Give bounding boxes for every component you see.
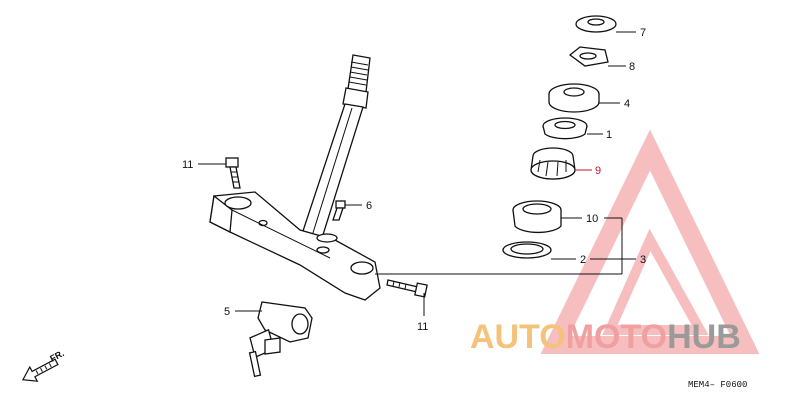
part-2-seal (502, 241, 552, 259)
callout-7: 7 (640, 27, 646, 39)
part-7-nut (575, 15, 617, 33)
callout-2: 2 (580, 254, 586, 266)
bolt-11-lower (386, 279, 428, 298)
callout-5: 5 (224, 306, 230, 318)
watermark-logo-icon (540, 129, 760, 354)
callout-11-upper: 11 (182, 159, 193, 171)
callout-6: 6 (366, 200, 372, 212)
watermark-wordmark: AUTOMOTOHUB (470, 318, 741, 356)
callout-1: 1 (606, 129, 612, 141)
watermark-moto: MOTO (566, 318, 667, 356)
callout-4: 4 (624, 98, 630, 110)
front-direction-arrow-icon (21, 358, 59, 382)
watermark-hub: HUB (667, 318, 741, 356)
lower-bracket (209, 191, 381, 301)
bolt-6 (332, 200, 346, 221)
steering-lock-set (248, 301, 313, 378)
part-1-race (542, 117, 588, 140)
diagram-code: MEM4– F0600 (688, 380, 747, 390)
front-direction-label: FR. (48, 348, 65, 364)
leader-lines (198, 31, 636, 316)
callout-3: 3 (640, 254, 646, 266)
part-9-bearing (530, 147, 576, 180)
part-10-bearing (512, 200, 562, 234)
bolt-11-upper (225, 157, 241, 189)
callout-11-lower: 11 (417, 321, 428, 333)
part-8-washer (568, 46, 609, 67)
part-4-nut (548, 83, 600, 113)
callout-10: 10 (586, 213, 598, 225)
callout-9: 9 (595, 165, 601, 177)
watermark-auto: AUTO (470, 318, 566, 356)
callout-8: 8 (629, 61, 635, 73)
